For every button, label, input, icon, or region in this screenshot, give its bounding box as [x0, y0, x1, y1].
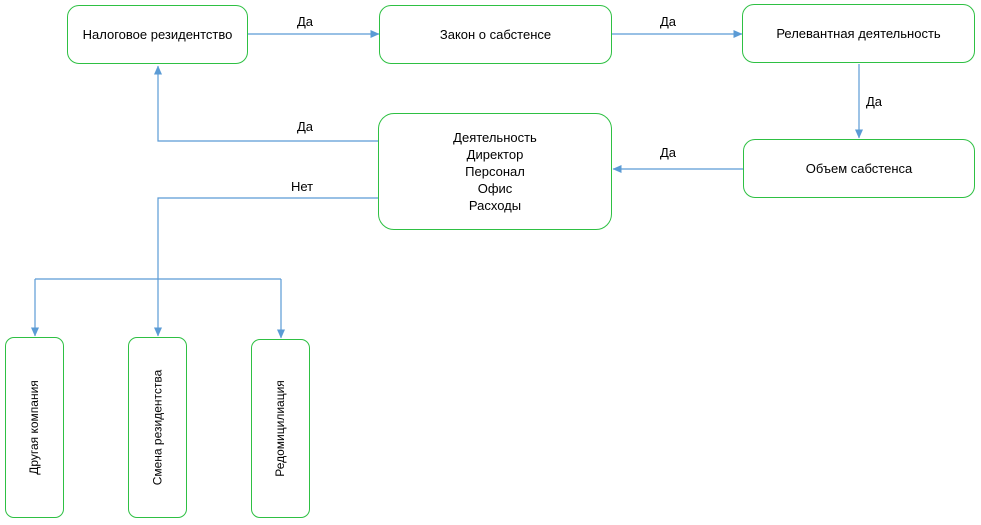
requirement-director: Директор	[466, 147, 524, 162]
edge-label-yes-activity-scope: Да	[866, 94, 883, 109]
residency-change-node: Смена резидентства	[128, 337, 187, 518]
substance-scope-node: Объем сабстенса	[743, 139, 975, 198]
other-company-node: Другая компания	[5, 337, 64, 518]
substance-law-label: Закон о сабстенсе	[439, 27, 552, 42]
requirement-staff: Персонал	[465, 164, 525, 179]
substance-scope-label: Объем сабстенса	[805, 161, 913, 176]
relevant-activity-node: Релевантная деятельность	[742, 4, 975, 63]
edge-label-yes-scope-requirements: Да	[660, 145, 677, 160]
relevant-activity-label: Релевантная деятельность	[776, 26, 941, 41]
tax-residency-node: Налоговое резидентство	[67, 5, 248, 64]
arrow-requirements-to-tax	[154, 65, 378, 142]
requirement-activity: Деятельность	[453, 130, 537, 145]
residency-change-label: Смена резидентства	[150, 369, 164, 486]
substance-law-node: Закон о сабстенсе	[379, 5, 612, 64]
requirement-expenses: Расходы	[468, 198, 522, 213]
edge-label-yes-tax-law: Да	[297, 14, 314, 29]
other-company-label: Другая компания	[27, 380, 41, 475]
tax-residency-label: Налоговое резидентство	[82, 27, 233, 42]
requirements-list: Деятельность Директор Персонал Офис Расх…	[453, 129, 537, 214]
edge-label-no: Нет	[291, 179, 314, 194]
requirements-node: Деятельность Директор Персонал Офис Расх…	[378, 113, 612, 230]
requirement-office: Офис	[477, 181, 513, 196]
edge-label-yes-law-activity: Да	[660, 14, 677, 29]
redomiciliation-label: Редомицилиация	[273, 380, 288, 477]
connector-no-branch	[157, 197, 378, 279]
redomiciliation-node: Редомицилиация	[251, 339, 310, 518]
edge-label-yes-requirements-tax: Да	[297, 119, 314, 134]
